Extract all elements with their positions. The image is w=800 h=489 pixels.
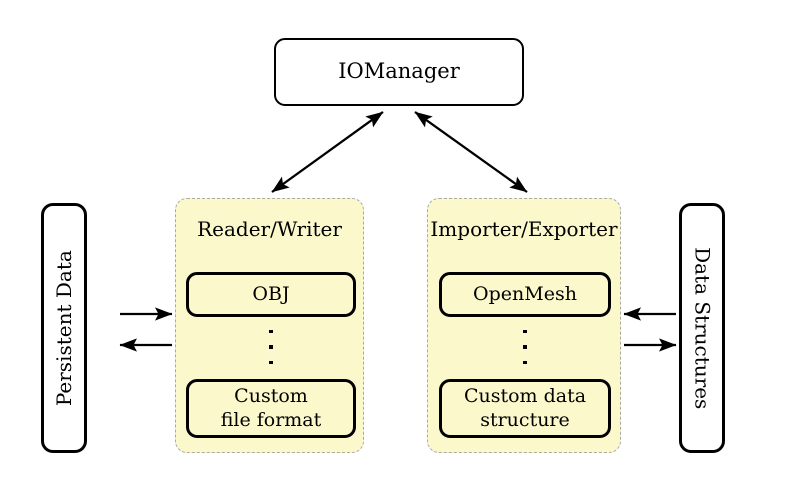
ellipsis-dot — [269, 330, 273, 334]
node-custom-file-format[interactable]: Custom file format — [186, 379, 356, 438]
node-data-structures-label: Data Structures — [690, 246, 715, 410]
ellipsis-reader-writer — [261, 330, 281, 364]
node-custom-file-format-line2: file format — [220, 408, 322, 431]
node-persistent-data[interactable]: Persistent Data — [41, 203, 87, 453]
node-custom-data-structure[interactable]: Custom data structure — [439, 379, 611, 438]
group-reader-writer-title: Reader/Writer — [197, 217, 342, 241]
node-openmesh-label: OpenMesh — [473, 282, 577, 305]
group-importer-exporter-title: Importer/Exporter — [430, 217, 618, 241]
node-obj[interactable]: OBJ — [186, 272, 356, 317]
ellipsis-dot — [269, 360, 273, 364]
node-iomanager[interactable]: IOManager — [274, 38, 524, 106]
node-custom-file-format-line1: Custom — [234, 384, 308, 407]
node-persistent-data-label: Persistent Data — [51, 250, 76, 406]
ellipsis-dot — [269, 345, 273, 349]
node-data-structures[interactable]: Data Structures — [679, 203, 725, 453]
group-reader-writer[interactable]: Reader/Writer OBJ Custom file format — [175, 198, 364, 453]
node-custom-data-structure-line2: structure — [480, 408, 570, 431]
node-iomanager-label: IOManager — [338, 59, 460, 84]
ellipsis-dot — [523, 330, 527, 334]
ellipsis-dot — [523, 360, 527, 364]
node-obj-label: OBJ — [252, 282, 290, 305]
group-importer-exporter[interactable]: Importer/Exporter OpenMesh Custom data s… — [427, 198, 621, 453]
node-custom-data-structure-line1: Custom data — [463, 384, 587, 407]
ellipsis-dot — [523, 345, 527, 349]
arrow-manager-importerexporter — [414, 111, 528, 193]
node-openmesh[interactable]: OpenMesh — [439, 272, 611, 317]
ellipsis-importer-exporter — [515, 330, 535, 364]
arrow-manager-readerwriter — [271, 111, 384, 193]
